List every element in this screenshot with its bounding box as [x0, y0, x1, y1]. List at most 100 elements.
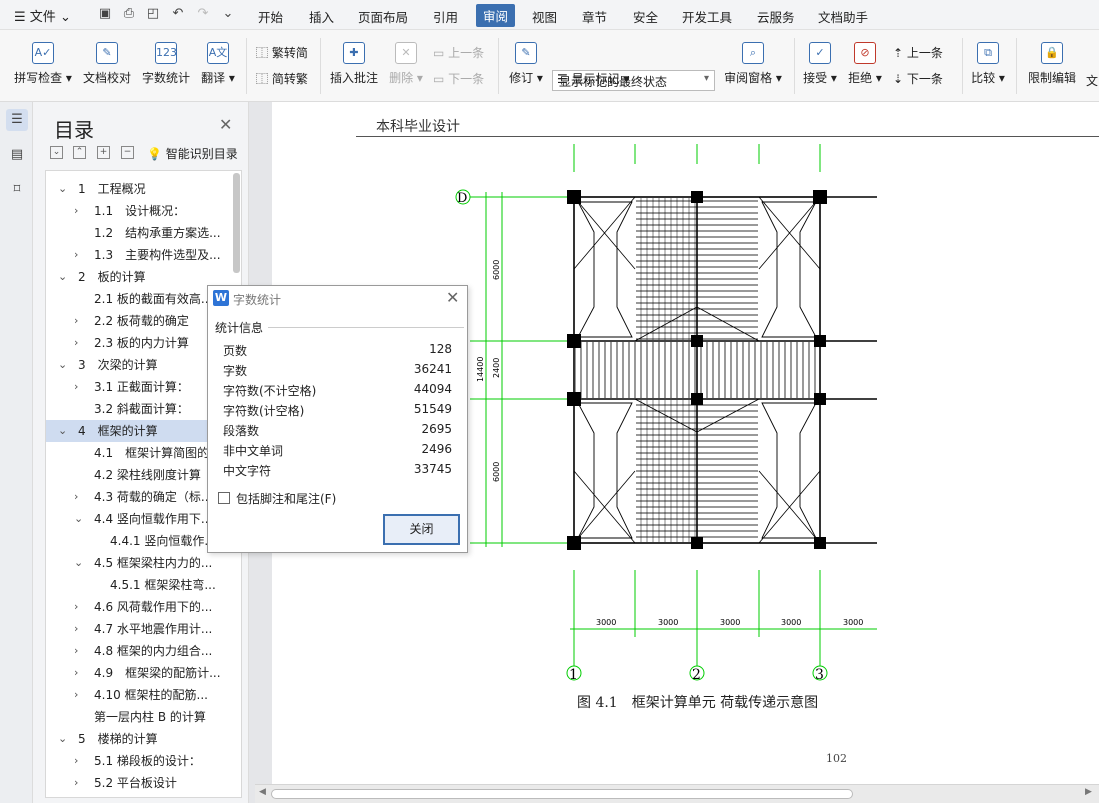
chevron-right-icon[interactable]: ›: [74, 644, 79, 657]
include-footnotes-label[interactable]: 包括脚注和尾注(F): [236, 492, 337, 506]
reject-button[interactable]: ⊘ 拒绝 ▾: [845, 42, 885, 86]
chevron-right-icon[interactable]: ›: [74, 666, 79, 679]
add-item-icon[interactable]: +: [97, 146, 110, 159]
print-preview-icon[interactable]: ◰: [146, 6, 160, 21]
tab-review[interactable]: 审阅: [476, 4, 516, 27]
simp-to-trad-button[interactable]: ⿰ 简转繁: [256, 72, 308, 86]
toc-item[interactable]: 4.5.1 框架梁柱弯...: [46, 574, 229, 596]
ribbon-overflow-label[interactable]: 文: [1086, 74, 1099, 88]
show-markup-button[interactable]: ☰ 显示标记 ▾: [557, 72, 630, 86]
delete-comment-button[interactable]: ✕ 删除 ▾: [386, 42, 426, 86]
spell-check-button[interactable]: A✓ 拼写检查 ▾: [12, 42, 74, 86]
save-icon[interactable]: ▣: [98, 6, 112, 21]
chevron-down-icon[interactable]: ⌄: [58, 732, 68, 745]
chevron-right-icon[interactable]: ›: [74, 776, 79, 789]
toc-item[interactable]: ⌄1 工程概况: [46, 178, 229, 200]
scroll-left-icon[interactable]: ◀: [259, 787, 266, 797]
expand-all-icon[interactable]: ⌃: [73, 146, 86, 159]
scroll-thumb[interactable]: [271, 789, 853, 799]
redo-icon[interactable]: ↷: [197, 6, 209, 21]
smart-toc-button[interactable]: 💡 智能识别目录: [147, 147, 238, 161]
toc-item[interactable]: 第一层内柱 B 的计算: [46, 706, 229, 728]
toc-item[interactable]: ›5.1 梯段板的设计：: [46, 750, 229, 772]
translate-button[interactable]: A文 翻译 ▾: [197, 42, 239, 86]
close-icon[interactable]: ✕: [219, 115, 233, 134]
chevron-right-icon[interactable]: ›: [74, 622, 79, 635]
toc-item[interactable]: 4.2 梁柱线刚度计算: [46, 464, 229, 486]
chevron-right-icon[interactable]: ›: [74, 600, 79, 613]
toc-item[interactable]: ⌄3 次梁的计算: [46, 354, 229, 376]
quick-access-more-icon[interactable]: ⌄: [222, 6, 234, 21]
tab-cloud-service[interactable]: 云服务: [757, 10, 795, 25]
tab-page-layout[interactable]: 页面布局: [358, 10, 409, 25]
toc-item[interactable]: 2.1 板的截面有效高...: [46, 288, 229, 310]
tab-chapter[interactable]: 章节: [582, 10, 608, 25]
compare-button[interactable]: ⧉ 比较 ▾: [968, 42, 1008, 86]
toc-item[interactable]: ›5.2 平台板设计: [46, 772, 229, 794]
tab-developer[interactable]: 开发工具: [682, 10, 733, 25]
restrict-edit-button[interactable]: 🔒 限制编辑: [1024, 42, 1080, 86]
tab-doc-assistant[interactable]: 文档助手: [818, 10, 869, 25]
print-icon[interactable]: ⎙: [123, 6, 135, 21]
chevron-down-icon[interactable]: ⌄: [58, 182, 68, 195]
doc-proofread-button[interactable]: ✎ 文档校对: [80, 42, 134, 86]
revise-button[interactable]: ✎ 修订 ▾: [506, 42, 546, 86]
accept-button[interactable]: ✓ 接受 ▾: [800, 42, 840, 86]
toc-scrollbar[interactable]: [233, 173, 240, 273]
chevron-right-icon[interactable]: ›: [74, 688, 79, 701]
remove-item-icon[interactable]: −: [121, 146, 134, 159]
toc-item[interactable]: ⌄5 楼梯的计算: [46, 728, 229, 750]
tab-references[interactable]: 引用: [433, 10, 459, 25]
toc-item[interactable]: ⌄4.5 框架梁柱内力的...: [46, 552, 229, 574]
next-comment-button[interactable]: ▭ 下一条: [433, 72, 485, 86]
chevron-down-icon[interactable]: ⌄: [58, 424, 68, 437]
chevron-right-icon[interactable]: ›: [74, 248, 79, 261]
toc-item[interactable]: ›4.9 框架梁的配筋计...: [46, 662, 229, 684]
close-button[interactable]: 关闭: [383, 514, 460, 545]
chevron-down-icon[interactable]: ⌄: [74, 512, 84, 525]
word-count-button[interactable]: 123 字数统计: [140, 42, 192, 86]
tab-home[interactable]: 开始: [258, 10, 284, 25]
trad-to-simp-button[interactable]: ⿰ 繁转简: [256, 46, 308, 60]
toc-icon[interactable]: ☰: [6, 109, 28, 131]
close-icon[interactable]: ✕: [446, 288, 460, 307]
tab-security[interactable]: 安全: [633, 10, 659, 25]
prev-change-button[interactable]: ⇡ 上一条: [893, 46, 943, 60]
toc-item[interactable]: ›1.3 主要构件选型及...: [46, 244, 229, 266]
toc-item[interactable]: ›3.1 正截面计算：: [46, 376, 229, 398]
undo-icon[interactable]: ↶: [172, 6, 184, 21]
toc-item[interactable]: 3.2 斜截面计算：: [46, 398, 229, 420]
toc-item[interactable]: 4.4.1 竖向恒载作...: [46, 530, 229, 552]
file-menu[interactable]: ☰ 文件 ⌄: [14, 10, 71, 25]
chevron-right-icon[interactable]: ›: [74, 336, 79, 349]
toc-item[interactable]: ›4.6 风荷载作用下的...: [46, 596, 229, 618]
chevron-right-icon[interactable]: ›: [74, 754, 79, 767]
chevron-down-icon[interactable]: ⌄: [58, 270, 68, 283]
toc-item[interactable]: ⌄4 框架的计算: [46, 420, 229, 442]
markup-state-select[interactable]: 显示标记的最终状态: [552, 70, 715, 91]
toc-item[interactable]: 1.2 结构承重方案选...: [46, 222, 229, 244]
toc-item[interactable]: 4.1 框架计算简图的...: [46, 442, 229, 464]
toc-item[interactable]: ›2.3 板的内力计算: [46, 332, 229, 354]
insert-comment-button[interactable]: ✚ 插入批注: [328, 42, 380, 86]
toc-item[interactable]: ›4.3 荷载的确定（标...: [46, 486, 229, 508]
chevron-right-icon[interactable]: ›: [74, 490, 79, 503]
chevron-down-icon[interactable]: ⌄: [58, 358, 68, 371]
toc-item[interactable]: ⌄2 板的计算: [46, 266, 229, 288]
next-change-button[interactable]: ⇣ 下一条: [893, 72, 943, 86]
chevron-right-icon[interactable]: ›: [74, 380, 79, 393]
collapse-all-icon[interactable]: ⌄: [50, 146, 63, 159]
toc-item[interactable]: ›2.2 板荷载的确定: [46, 310, 229, 332]
prev-comment-button[interactable]: ▭ 上一条: [433, 46, 485, 60]
chevron-right-icon[interactable]: ›: [74, 314, 79, 327]
chevron-right-icon[interactable]: ›: [74, 204, 79, 217]
review-pane-button[interactable]: ⌕ 审阅窗格 ▾: [722, 42, 784, 86]
bookmark-icon[interactable]: ⌑: [13, 182, 21, 197]
toc-item[interactable]: ›4.8 框架的内力组合...: [46, 640, 229, 662]
chevron-down-icon[interactable]: ⌄: [74, 556, 84, 569]
toc-item[interactable]: ›4.10 框架柱的配筋...: [46, 684, 229, 706]
toc-item[interactable]: ⌄4.4 竖向恒载作用下...: [46, 508, 229, 530]
toc-item[interactable]: ›1.1 设计概况：: [46, 200, 229, 222]
outline-icon[interactable]: ▤: [10, 147, 24, 162]
scroll-right-icon[interactable]: ▶: [1085, 787, 1092, 797]
